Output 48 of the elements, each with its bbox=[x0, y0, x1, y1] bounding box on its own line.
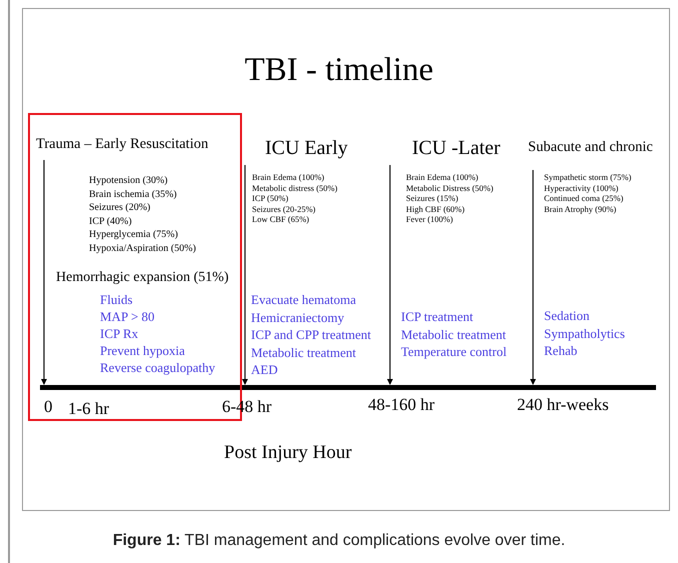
complication-text: Hypoxia/Aspiration (50%) bbox=[89, 242, 196, 254]
complication-text: High CBF (60%) bbox=[406, 204, 465, 214]
treatment-text: Evacuate hematoma bbox=[251, 292, 356, 308]
phase-heading: ICU -Later bbox=[412, 136, 500, 161]
time-label: 48-160 hr bbox=[368, 394, 435, 416]
caption: Figure 1: TBI management and complications evolve over time. bbox=[112, 531, 566, 551]
complication-text: Sympathetic storm (75%) bbox=[544, 172, 632, 182]
complication-text: Metabolic distress (50%) bbox=[252, 182, 338, 192]
complication-text: Hyperactivity (100%) bbox=[544, 182, 618, 192]
complication-text: Seizures (20%) bbox=[89, 201, 150, 214]
complication-text: Brain ischemia (35%) bbox=[89, 188, 177, 200]
complication-text: ICP (40%) bbox=[89, 214, 132, 228]
title: TBI - timeline bbox=[244, 51, 434, 90]
complication-text: Brain Atrophy (90%) bbox=[544, 204, 616, 214]
treatment-text: ICP treatment bbox=[401, 309, 474, 325]
treatment-text: Reverse coagulopathy bbox=[100, 360, 216, 376]
treatment-text: Prevent hypoxia bbox=[100, 343, 185, 359]
treatment-text: Hemicraniectomy bbox=[251, 310, 344, 326]
complication-text: Fever (100%) bbox=[406, 214, 453, 224]
phase-heading: Subacute and chronic bbox=[528, 138, 653, 157]
time-label: 1-6 hr bbox=[68, 398, 110, 420]
complication-text: Hypotension (30%) bbox=[89, 174, 168, 187]
complication-text: Brain Edema (100%) bbox=[252, 172, 324, 182]
axis-title: Post Injury Hour bbox=[224, 441, 352, 465]
phase-heading: Trauma – Early Resuscitation bbox=[36, 135, 208, 154]
treatment-text: AED bbox=[251, 362, 278, 378]
complication-text: Hyperglycemia (75%) bbox=[89, 228, 178, 241]
treatment-text: ICP and CPP treatment bbox=[251, 327, 372, 343]
treatment-text: Metabolic treatment bbox=[251, 344, 356, 360]
complication-text: Low CBF (65%) bbox=[252, 214, 310, 224]
complication-text: Seizures (15%) bbox=[406, 193, 458, 203]
time-label: 240 hr-weeks bbox=[517, 394, 609, 416]
phase-heading: ICU Early bbox=[265, 136, 348, 161]
complication-text: Brain Edema (100%) bbox=[406, 172, 478, 182]
time-label: 0 bbox=[44, 396, 52, 418]
complication-text: ICP (50%) bbox=[252, 193, 288, 203]
complication-text: Continued coma (25%) bbox=[544, 193, 624, 203]
treatment-text: MAP > 80 bbox=[100, 309, 155, 325]
complication-text: Seizures (20-25%) bbox=[252, 204, 316, 214]
treatment-text: Fluids bbox=[100, 292, 133, 308]
treatment-text: Sympatholytics bbox=[544, 326, 625, 342]
complication-text: Metabolic Distress (50%) bbox=[406, 182, 494, 192]
treatment-text: Temperature control bbox=[401, 344, 507, 360]
treatment-text: Metabolic treatment bbox=[401, 326, 506, 342]
treatment-text: ICP Rx bbox=[100, 326, 138, 342]
treatment-text: Rehab bbox=[544, 343, 578, 359]
phase-heading: Hemorrhagic expansion (51%) bbox=[56, 269, 229, 287]
treatment-text: Sedation bbox=[544, 308, 590, 324]
